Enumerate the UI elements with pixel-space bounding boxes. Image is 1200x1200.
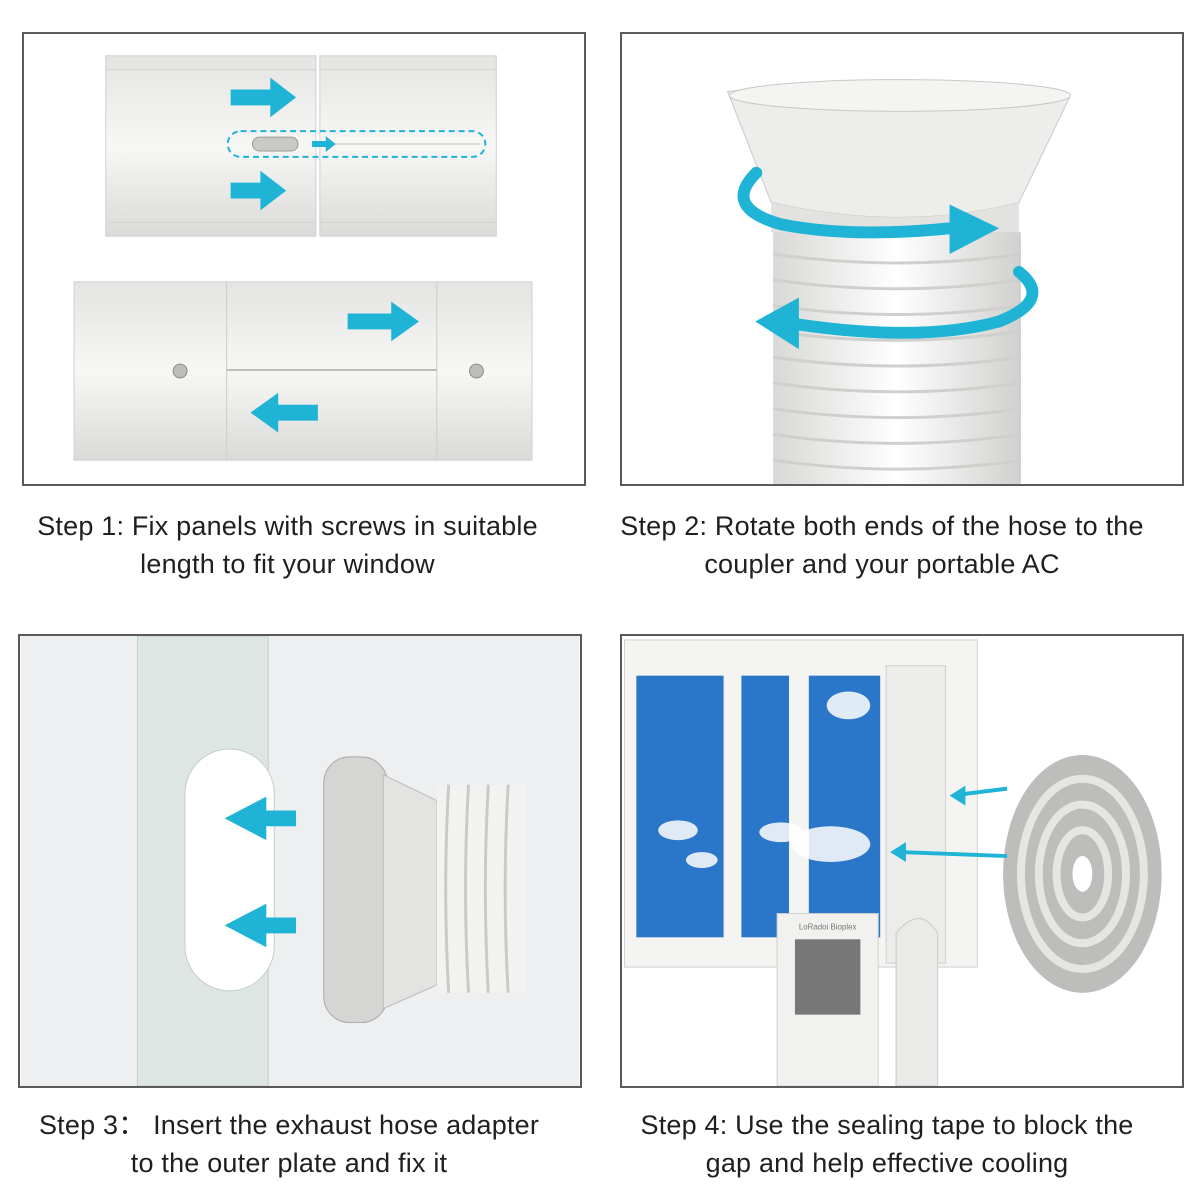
step-3-caption-line-2: to the outer plate and fix it — [130, 1148, 448, 1178]
window-panels-illustration — [73, 55, 533, 461]
tape-arrows — [899, 786, 1008, 859]
arrow-left-icon — [250, 392, 318, 433]
bottom-arrows — [250, 301, 419, 433]
screw-icon — [469, 363, 484, 379]
step-3-caption-line-1: Step 3： Insert the exhaust hose adapter — [38, 1110, 540, 1140]
arrow-left-icon — [224, 903, 297, 948]
slot-highlight — [226, 130, 487, 158]
adapter-plate-illustration — [20, 636, 580, 1086]
arrow-right-icon — [230, 77, 297, 118]
step-3-image — [18, 634, 582, 1088]
hose-coupler-illustration — [726, 79, 1072, 484]
bottom-panels — [73, 281, 533, 461]
arrow-head-icon — [949, 204, 1000, 255]
plate-opening — [184, 748, 275, 992]
step-2-image — [620, 32, 1184, 486]
portable-ac: LoRadoi Bioplex — [776, 913, 939, 1086]
hose-adapter — [323, 756, 526, 1024]
arrow-right-icon — [347, 301, 419, 342]
arrow-left-icon — [224, 796, 297, 841]
step-1-caption-line-2: length to fit your window — [140, 549, 435, 579]
step-4-caption-line-2: gap and help effective cooling — [705, 1148, 1069, 1178]
window-glass — [636, 675, 881, 938]
hose — [772, 232, 1022, 484]
step-2-caption-line-2: coupler and your portable AC — [704, 549, 1060, 579]
sealing-tape-roll — [1003, 754, 1162, 993]
screw-icon — [172, 363, 188, 379]
arrow-right-small-icon — [311, 136, 336, 152]
step-4-caption: Step 4: Use the sealing tape to block th… — [590, 1106, 1184, 1182]
ac-brand-label: LoRadoi Bioplex — [799, 922, 857, 931]
rotation-arrows — [737, 166, 1039, 339]
step-4-caption-line-1: Step 4: Use the sealing tape to block th… — [640, 1110, 1134, 1140]
window-seal-illustration: LoRadoi Bioplex — [622, 636, 1182, 1086]
step-2-caption-line-1: Step 2: Rotate both ends of the hose to … — [620, 511, 1144, 541]
screw-knob — [251, 136, 299, 152]
step-1-image — [22, 32, 586, 486]
clouds — [658, 691, 871, 868]
step-3-caption: Step 3： Insert the exhaust hose adapter … — [0, 1106, 578, 1182]
arrow-head-icon — [755, 297, 799, 350]
step-2-caption: Step 2: Rotate both ends of the hose to … — [588, 507, 1176, 583]
arrow-left-icon — [959, 786, 1008, 797]
arrow-left-icon — [899, 850, 1008, 859]
top-arrows — [230, 77, 336, 211]
arrow-right-icon — [230, 170, 287, 211]
top-panels — [105, 55, 497, 237]
rotate-arrow-icon — [785, 265, 1039, 339]
window-seal-panel — [885, 665, 947, 964]
step-1-caption-line-1: Step 1: Fix panels with screws in suitab… — [37, 511, 538, 541]
insert-arrows — [224, 796, 297, 948]
step-1-caption: Step 1: Fix panels with screws in suitab… — [0, 507, 575, 583]
step-4-image: LoRadoi Bioplex — [620, 634, 1184, 1088]
rotate-arrow-icon — [737, 166, 956, 239]
